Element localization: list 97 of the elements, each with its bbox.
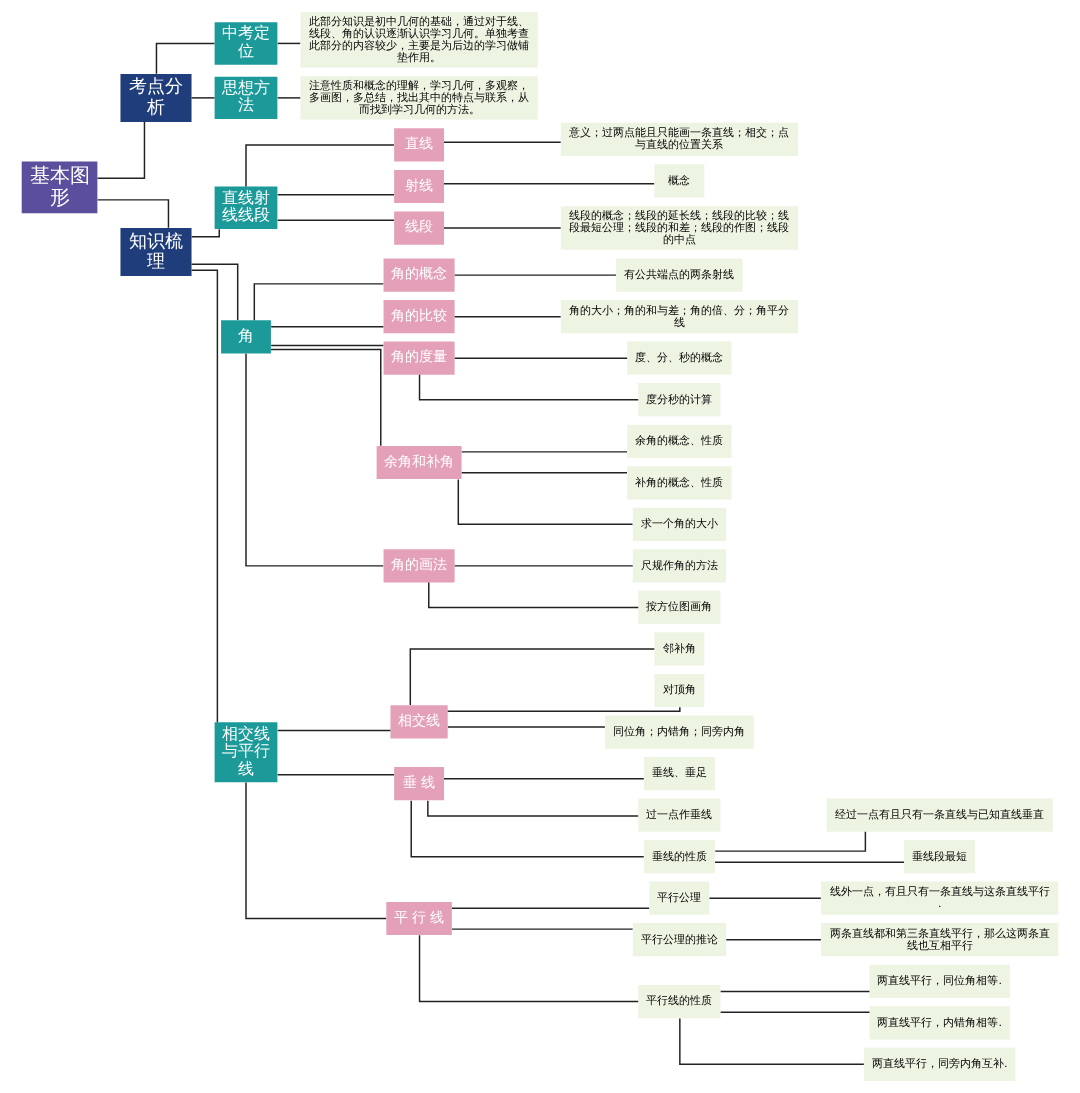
- connector: [245, 781, 387, 920]
- node-box: 角的概念: [383, 258, 455, 292]
- node-box: 平行公理的推论: [632, 923, 726, 957]
- connector: [270, 348, 382, 447]
- connector: [443, 141, 562, 143]
- node-box: 角的度量: [383, 341, 455, 375]
- node-box: 意义；过两点能且只能画一条直线；相交；点与直线的位置关系: [560, 122, 798, 157]
- connector: [245, 144, 395, 188]
- connector: [719, 990, 871, 993]
- connector: [454, 274, 617, 276]
- connector: [428, 581, 639, 609]
- node-box: 两直线平行，同旁内角互补.: [864, 1047, 1016, 1081]
- connector: [708, 897, 822, 899]
- connector: [277, 774, 395, 776]
- node-box: 角的比较: [383, 300, 455, 334]
- connector: [451, 907, 650, 910]
- connector: [725, 939, 822, 941]
- connector: [679, 1017, 865, 1066]
- connector: [714, 861, 905, 863]
- node-box: 相交线: [390, 705, 448, 739]
- connector: [714, 831, 867, 852]
- node-box: 同位角；内错角；同旁内角: [605, 715, 754, 749]
- node-box: 相交线与平行线: [214, 722, 278, 783]
- connector: [451, 928, 634, 930]
- connector: [454, 565, 634, 567]
- connector: [418, 374, 639, 401]
- node-box: 线段: [394, 211, 444, 245]
- connector: [447, 706, 681, 712]
- node-box: 两直线平行，内错角相等.: [869, 1006, 1010, 1040]
- node-box: 平行公理: [649, 881, 710, 915]
- connector: [190, 263, 239, 321]
- connector: [410, 799, 645, 858]
- node-box: 度、分、秒的概念: [627, 341, 732, 375]
- connector: [155, 42, 216, 75]
- node-box: 度分秒的计算: [638, 383, 721, 417]
- node-box: 射线: [394, 169, 444, 204]
- connector: [461, 471, 628, 474]
- node-box: 基本图形: [21, 161, 98, 214]
- node-box: 注意性质和概念的理解，学习几何，多观察，多画图，多总结，找出其中的特点与联系，从而找到学习几何的方法。: [300, 76, 538, 120]
- node-box: 角: [221, 320, 271, 354]
- node-box: 两直线平行，同位角相等.: [869, 964, 1010, 998]
- node-box: 两条直线都和第三条直线平行，那么这两条直线也互相平行: [821, 923, 1059, 957]
- connector: [245, 353, 384, 567]
- node-box: 垂线的性质: [643, 840, 715, 874]
- node-box: 此部分知识是初中几何的基础，通过对于线、线段、角的认识逐渐认识学习几何。单独考查此部分的内容较少，主要是为后边的学习做铺垫作用。: [300, 12, 538, 68]
- connector: [409, 648, 656, 706]
- connector: [190, 269, 219, 723]
- node-box: 按方位图画角: [638, 590, 721, 625]
- connector: [443, 183, 655, 185]
- connector: [454, 315, 562, 318]
- node-box: 概念: [654, 164, 705, 198]
- connector: [461, 451, 628, 453]
- connector: [270, 344, 385, 347]
- connector: [457, 478, 634, 526]
- connector: [277, 194, 395, 196]
- node-box: 垂线段最短: [904, 840, 976, 874]
- connector: [277, 97, 301, 99]
- node-box: 平行线的性质: [638, 984, 721, 1019]
- connector: [719, 1011, 871, 1013]
- node-box: 补角的概念、性质: [627, 466, 732, 500]
- node-box: 余角和补角: [376, 445, 462, 480]
- connector: [443, 227, 562, 229]
- node-box: 角的大小；角的和与差；角的倍、分；角平分线: [560, 300, 798, 334]
- node-box: 角的画法: [383, 549, 455, 583]
- connector: [190, 228, 220, 238]
- node-box: 有公共端点的两条射线: [616, 258, 743, 292]
- node-box: 垂线、垂足: [643, 756, 715, 791]
- connector: [454, 357, 628, 359]
- node-box: 垂 线: [394, 767, 444, 801]
- connector: [270, 326, 385, 328]
- node-box: 线外一点，有且只有一条直线与这条直线平行.: [821, 881, 1059, 915]
- connector: [418, 934, 639, 1003]
- node-box: 余角的概念、性质: [627, 424, 732, 458]
- connector: [190, 97, 216, 99]
- node-box: 中考定位: [214, 22, 278, 65]
- node-box: 思想方法: [214, 76, 278, 120]
- connector: [96, 199, 170, 229]
- connector: [277, 219, 395, 221]
- node-box: 考点分析: [120, 73, 192, 122]
- node-box: 线段的概念；线段的延长线；线段的比较；线段最短公理；线段的和差；线段的作图；线段的中点: [560, 206, 798, 250]
- connector: [427, 799, 639, 817]
- connector: [253, 283, 385, 321]
- connector: [96, 121, 146, 179]
- node-box: 邻补角: [654, 632, 705, 666]
- node-box: 平 行 线: [386, 901, 452, 936]
- node-box: 知识梳理: [120, 228, 192, 277]
- connector: [443, 777, 645, 780]
- connector: [277, 729, 392, 732]
- node-box: 经过一点有且只有一条直线与已知直线垂直: [826, 798, 1053, 832]
- connector: [277, 42, 301, 45]
- node-box: 直线: [394, 128, 444, 162]
- connector: [447, 726, 606, 728]
- node-box: 直线射线线段: [214, 186, 278, 229]
- node-box: 对顶角: [654, 673, 705, 708]
- node-box: 求一个角的大小: [632, 507, 726, 541]
- node-box: 过一点作垂线: [638, 798, 721, 832]
- node-box: 尺规作角的方法: [632, 549, 726, 583]
